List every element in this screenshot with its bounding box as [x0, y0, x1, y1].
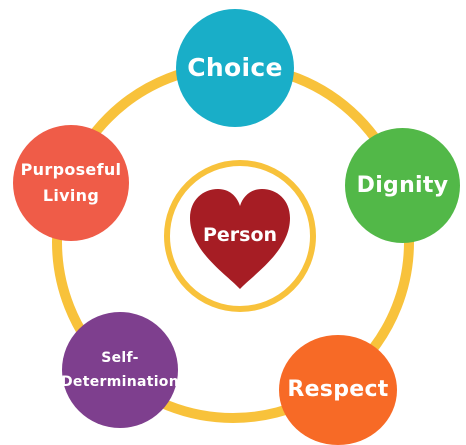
- node-choice-label: Choice: [187, 52, 283, 82]
- node-self-determination: Self- Determination: [61, 312, 179, 428]
- node-purposeful-living: Purposeful Living: [13, 125, 129, 241]
- node-choice: Choice: [176, 9, 294, 127]
- node-purposeful-living-label-line1: Purposeful: [20, 159, 122, 179]
- node-self-determination-label-line2: Determination: [61, 373, 179, 390]
- node-respect-label: Respect: [287, 377, 389, 403]
- heart-icon: [190, 189, 290, 289]
- node-dignity-label: Dignity: [356, 172, 449, 198]
- center-label-person: Person: [202, 224, 278, 246]
- node-self-determination-label-line1: Self-: [101, 350, 139, 367]
- node-purposeful-living-label-line2: Living: [42, 186, 100, 205]
- node-respect: Respect: [279, 335, 397, 445]
- node-dignity: Dignity: [345, 128, 460, 243]
